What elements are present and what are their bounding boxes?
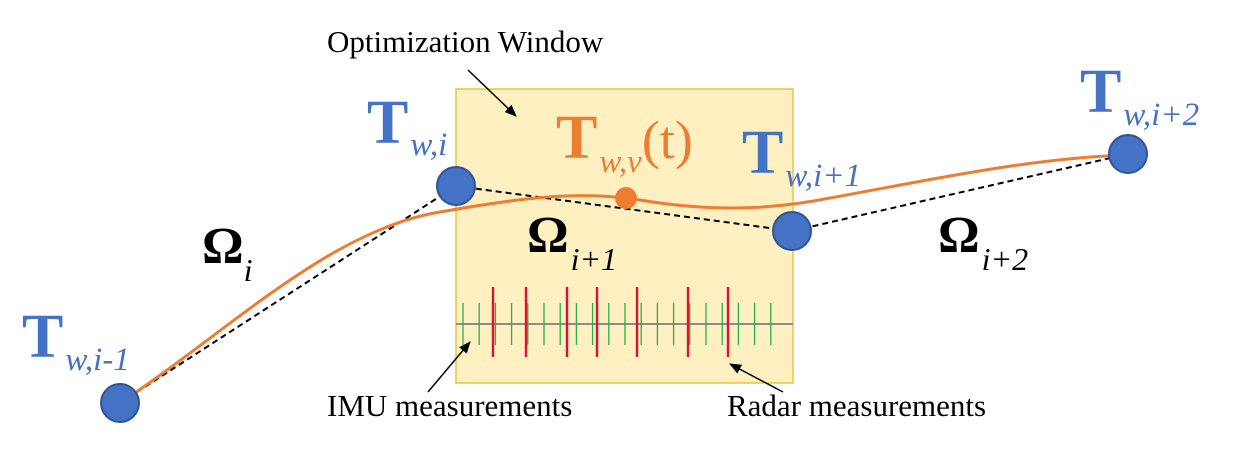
- constraint-label-i-plus-1: Ωi+1: [527, 207, 617, 277]
- pose-node-i-plus-2: [1108, 134, 1148, 174]
- window-callout-arrow: [467, 69, 517, 117]
- pose-node-i: [436, 166, 476, 206]
- virtual-pose-label: Tw,v(t): [556, 104, 693, 180]
- measurement-ticks: [456, 287, 793, 357]
- constraint-label-i: Ωi: [202, 218, 253, 288]
- radar-measurements-label: Radar measurements: [727, 388, 986, 423]
- pose-label-i-plus-1: Tw,i+1: [742, 119, 861, 194]
- virtual-pose-node: [615, 187, 637, 209]
- radar-callout-arrow: [729, 363, 784, 393]
- pose-label-i-minus-1: Tw,i-1: [22, 303, 130, 378]
- pose-label-i: Tw,i: [367, 89, 447, 163]
- pose-node-i-minus-1: [100, 383, 140, 423]
- keyframe-dashed-path: [119, 153, 1129, 404]
- imu-callout-arrow: [427, 341, 471, 393]
- optimization-window-label: Optimization Window: [327, 24, 604, 59]
- imu-measurements-label: IMU measurements: [327, 388, 572, 423]
- constraint-label-i-plus-2: Ωi+2: [938, 207, 1028, 277]
- pose-node-i-plus-1: [772, 211, 812, 251]
- pose-label-i-plus-2: Tw,i+2: [1080, 58, 1199, 133]
